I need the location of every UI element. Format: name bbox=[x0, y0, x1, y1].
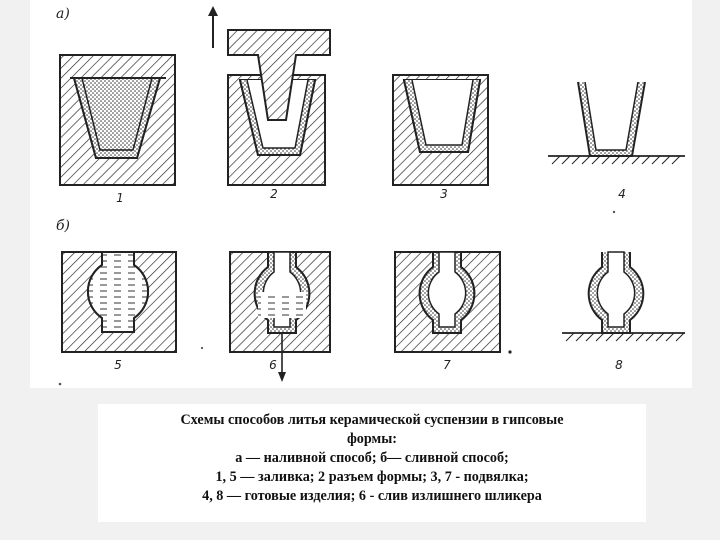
caption-line-2: формы: bbox=[346, 431, 398, 447]
stage-number-3: 3 bbox=[440, 187, 448, 201]
casting-schemes-diagram bbox=[58, 6, 685, 386]
stage-number-1: 1 bbox=[116, 191, 124, 205]
stage-number-6: 6 bbox=[269, 358, 277, 372]
mold-3 bbox=[392, 74, 489, 186]
product-4 bbox=[548, 81, 685, 165]
caption-line-4: 1, 5 — заливка; 2 разъем формы; 3, 7 - п… bbox=[215, 469, 529, 485]
mold-5 bbox=[61, 251, 177, 353]
stage-number-7: 7 bbox=[443, 358, 451, 372]
caption-line-5: 4, 8 — готовые изделия; 6 - слив излишне… bbox=[202, 488, 542, 504]
row-label-b: б) bbox=[56, 218, 71, 234]
stage-number-4: 4 bbox=[618, 187, 626, 201]
figure-caption: Схемы способов литья керамической суспен… bbox=[98, 404, 646, 522]
caption-line-3: а — наливной способ; б— сливной способ; bbox=[235, 450, 509, 466]
mold-7 bbox=[394, 251, 512, 354]
row-label-a: а) bbox=[56, 6, 70, 22]
figure-panel: а) б) 1 2 3 4 5 6 7 8 bbox=[30, 0, 692, 388]
product-8 bbox=[562, 251, 685, 342]
mold-2 bbox=[208, 6, 331, 186]
caption-line-1: Схемы способов литья керамической суспен… bbox=[180, 412, 564, 428]
stage-number-8: 8 bbox=[615, 358, 623, 372]
stage-number-2: 2 bbox=[270, 187, 278, 201]
mold-1 bbox=[59, 54, 176, 186]
mold-6 bbox=[229, 251, 331, 382]
stage-number-5: 5 bbox=[114, 358, 122, 372]
